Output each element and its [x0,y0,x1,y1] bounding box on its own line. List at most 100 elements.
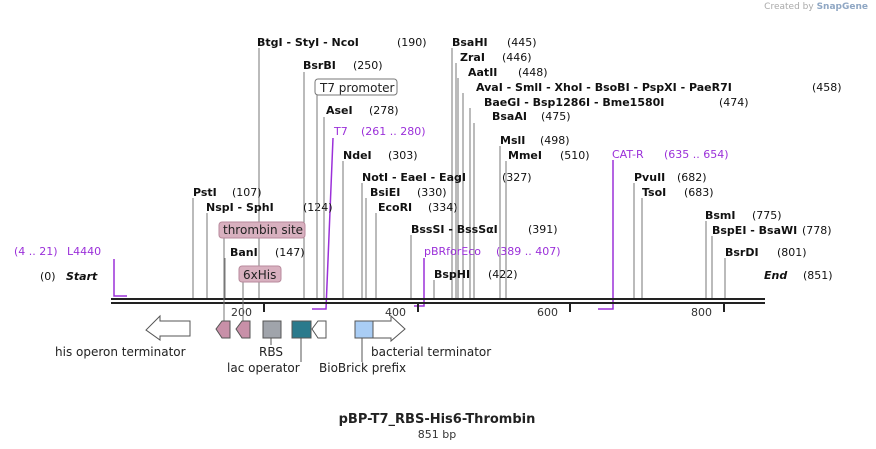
primer-pbrforeco-name: pBRforEco [424,245,481,258]
tick-label-400: 400 [385,306,406,319]
enzyme-nspi-sphi: NspI - SphI [206,201,274,214]
enzyme-tsoi: TsoI [642,186,666,199]
enzyme-psti: PstI [193,186,217,199]
enzyme-bsrdi: BsrDI [725,246,759,259]
enzyme-pvuii: PvuII [634,171,665,184]
enzyme-ndei: NdeI [343,149,372,162]
enzyme-baegi-group: BaeGI - Bsp1286I - Bme1580I [484,96,664,109]
enzyme-bsmi-pos: (775) [752,209,782,222]
enzyme-msli-pos: (498) [540,134,570,147]
bacterial-terminator-arrow [372,314,406,343]
thrombin-site-arrow [215,320,231,339]
enzyme-aatii: AatII [468,66,497,79]
rbs-label: RBS [259,345,283,359]
end-position: (851) [803,269,833,282]
t7-promoter-box [314,78,398,96]
enzyme-baegi-group-pos: (474) [719,96,749,109]
bacterial-terminator-label: bacterial terminator [371,345,491,359]
primer-pbrforeco-range: (389 .. 407) [496,245,561,258]
enzyme-tsoi-pos: (683) [684,186,714,199]
his-operon-terminator-arrow [145,314,191,341]
his-tag-label: 6xHis [243,268,276,282]
snapgene-brand: SnapGene [816,2,868,12]
plasmid-length: 851 bp [418,428,456,441]
enzyme-bsmi: BsmI [705,209,736,222]
plasmid-title: pBP-T7_RBS-His6-Thrombin [339,412,536,427]
enzyme-msli: MslI [500,134,525,147]
enzyme-bani-pos: (147) [275,246,305,259]
enzyme-avai-group: AvaI - SmlI - XhoI - BsoBI - PspXI - Pae… [476,81,732,94]
feature-leader-lines [270,338,363,362]
enzyme-bsaai-pos: (475) [541,110,571,123]
enzyme-asei: AseI [326,104,353,117]
enzyme-bani: BanI [230,246,258,259]
scale-ticks [263,304,725,312]
lac-operator-feature [291,320,312,339]
enzyme-nspi-sphi-pos: (124) [303,201,333,214]
credit-prefix: Created by [764,2,814,12]
primer-cat-r-name: CAT-R [612,148,644,161]
start-label: Start [66,270,98,283]
his-tag-box [238,265,282,283]
enzyme-bsrbi-pos: (250) [353,59,383,72]
primer-l4440-mark [113,259,127,297]
enzyme-bsphi-pos: (422) [488,268,518,281]
enzyme-bsahi: BsaHI [452,36,488,49]
enzyme-labels: BtgI - StyI - NcoI (190) BsaHI (445) Zra… [193,36,842,281]
t7-promoter-label: T7 promoter [319,81,395,95]
enzyme-bsrbi: BsrBI [303,59,336,72]
lac-operator-label: lac operator [227,361,300,375]
enzyme-bsiei: BsiEI [370,186,400,199]
tick-label-200: 200 [231,306,252,319]
enzyme-bsahi-pos: (445) [507,36,537,49]
enzyme-bsssi-group-pos: (391) [528,223,558,236]
biobrick-prefix-label: BioBrick prefix [319,361,406,375]
enzyme-bsaai: BsaAI [492,110,527,123]
primer-t7-mark [312,137,334,310]
his-operon-terminator-label: his operon terminator [55,345,186,359]
enzyme-bspei-bsawi: BspEI - BsaWI [712,224,797,237]
enzyme-avai-group-pos: (458) [812,81,842,94]
snapgene-credit: Created by SnapGene [764,2,868,12]
enzyme-btgi-styi-ncoi-pos: (190) [397,36,427,49]
tick-label-600: 600 [537,306,558,319]
dna-backbone-bottom [111,302,765,304]
enzyme-zrai-pos: (446) [502,51,532,64]
enzyme-btgi-styi-ncoi: BtgI - StyI - NcoI [257,36,359,49]
enzyme-bsrdi-pos: (801) [777,246,807,259]
primer-labels: T7 (261 .. 280) CAT-R (635 .. 654) (4 ..… [14,125,729,258]
enzyme-bsssi-group: BssSI - BssSαI [411,223,498,236]
biobrick-prefix-feature [354,320,374,339]
enzyme-site-lines [192,48,726,298]
enzyme-bspei-bsawi-pos: (778) [802,224,832,237]
enzyme-psti-pos: (107) [232,186,262,199]
his-tag-arrow [235,320,251,339]
primer-t7-range: (261 .. 280) [361,125,426,138]
enzyme-noti-group: NotI - EaeI - EagI [362,171,466,184]
enzyme-ecori: EcoRI [378,201,412,214]
end-label: End [764,269,787,282]
primer-cat-r-range: (635 .. 654) [664,148,729,161]
enzyme-noti-group-pos: (327) [502,171,532,184]
start-position: (0) [40,270,56,283]
enzyme-zrai: ZraI [460,51,485,64]
thrombin-site-box [218,221,306,239]
t7-promoter-arrow [311,320,327,339]
rbs-feature [262,320,282,339]
dna-backbone-top [111,298,765,300]
primer-cat-r-mark [598,160,614,310]
enzyme-bsiei-pos: (330) [417,186,447,199]
enzyme-aatii-pos: (448) [518,66,548,79]
enzyme-bsphi: BspHI [434,268,470,281]
primer-t7-name: T7 [333,125,348,138]
enzyme-mmei: MmeI [508,149,542,162]
enzyme-asei-pos: (278) [369,104,399,117]
enzyme-ndei-pos: (303) [388,149,418,162]
thrombin-site-label: thrombin site [223,223,303,237]
tick-label-800: 800 [691,306,712,319]
primer-l4440-name: L4440 [67,245,101,258]
primer-l4440-range: (4 .. 21) [14,245,58,258]
enzyme-mmei-pos: (510) [560,149,590,162]
enzyme-pvuii-pos: (682) [677,171,707,184]
